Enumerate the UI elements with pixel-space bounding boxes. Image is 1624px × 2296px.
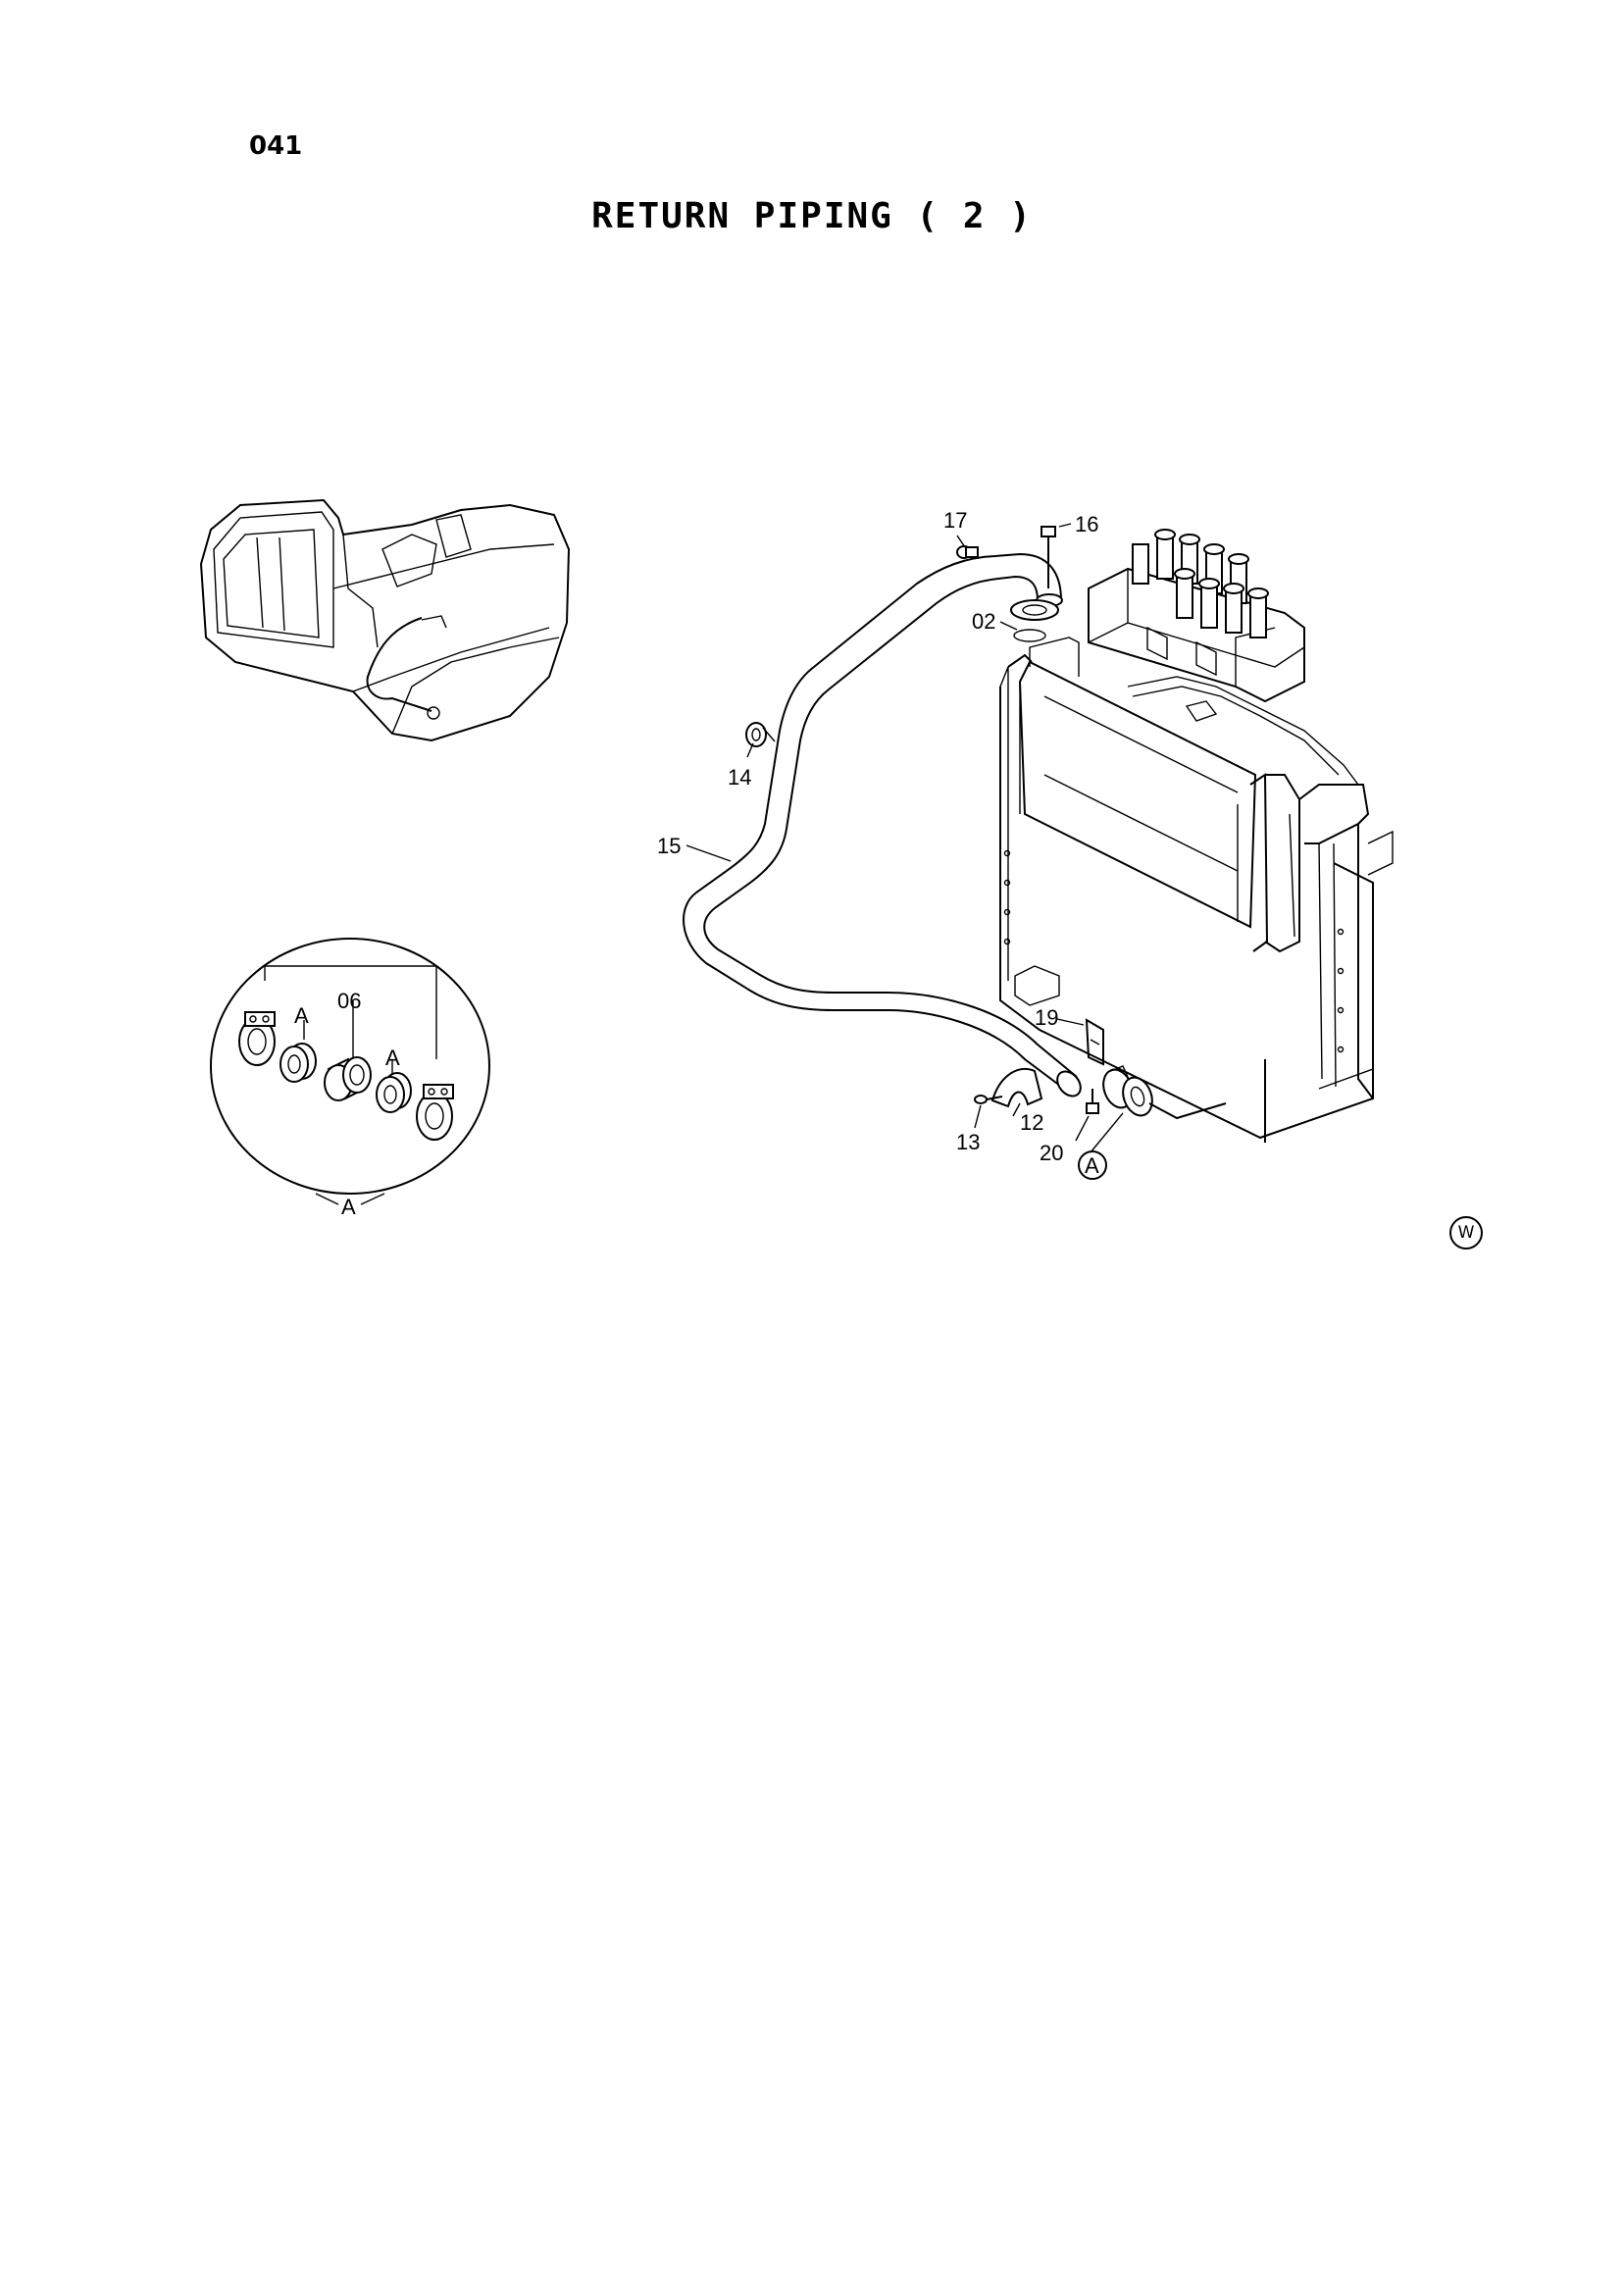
page-number: 041: [249, 131, 303, 161]
callout-13: 13: [956, 1130, 980, 1154]
page-title: RETURN PIPING ( 2 ): [591, 196, 1033, 236]
detail-label-a-right: A: [385, 1046, 400, 1070]
detail-view-a: 06 A A A: [210, 938, 490, 1219]
plug-14: [745, 722, 776, 747]
connecting-pipe: [324, 1056, 372, 1101]
callout-17: 17: [943, 508, 967, 533]
detail-label-06: 06: [337, 989, 361, 1013]
hose-sleeve-left: [279, 1043, 317, 1083]
copyright-mark: W: [1449, 1216, 1483, 1250]
hose-clamp-left: [238, 1011, 276, 1066]
bracket-19: [1085, 1018, 1104, 1066]
pipe-flange: [1010, 599, 1059, 621]
callout-02: 02: [972, 609, 995, 634]
hose-connection-a: [1102, 1065, 1227, 1120]
callout-15: 15: [657, 834, 681, 858]
plug-17: [956, 545, 979, 559]
hose-sleeve-right: [376, 1072, 412, 1113]
callout-14: 14: [728, 765, 751, 790]
callout-16: 16: [1075, 512, 1098, 536]
callout-20: 20: [1040, 1141, 1063, 1165]
oil-cooler-assembly: [999, 637, 1394, 1143]
bolt-13: [974, 1095, 1003, 1104]
o-ring-02: [1013, 629, 1046, 642]
callout-19: 19: [1035, 1005, 1058, 1030]
detail-label-a-left: A: [294, 1003, 309, 1028]
nut-20: [1086, 1089, 1099, 1114]
bolt-16: [1040, 526, 1056, 588]
callout-12: 12: [1020, 1110, 1043, 1135]
excavator-overview-illustration: [199, 498, 571, 742]
leader-lines: [685, 523, 1124, 1153]
view-reference-circle: [1078, 1150, 1107, 1180]
clamp-12: [990, 1067, 1043, 1108]
valve-spools: [1132, 529, 1269, 638]
hose-clamp-right: [416, 1084, 454, 1141]
frame-bolt-holes: [1003, 849, 1345, 1053]
detail-view-name: A: [341, 1195, 356, 1219]
control-valve-block: [1088, 529, 1305, 703]
callout-view-a: A: [1085, 1153, 1099, 1178]
